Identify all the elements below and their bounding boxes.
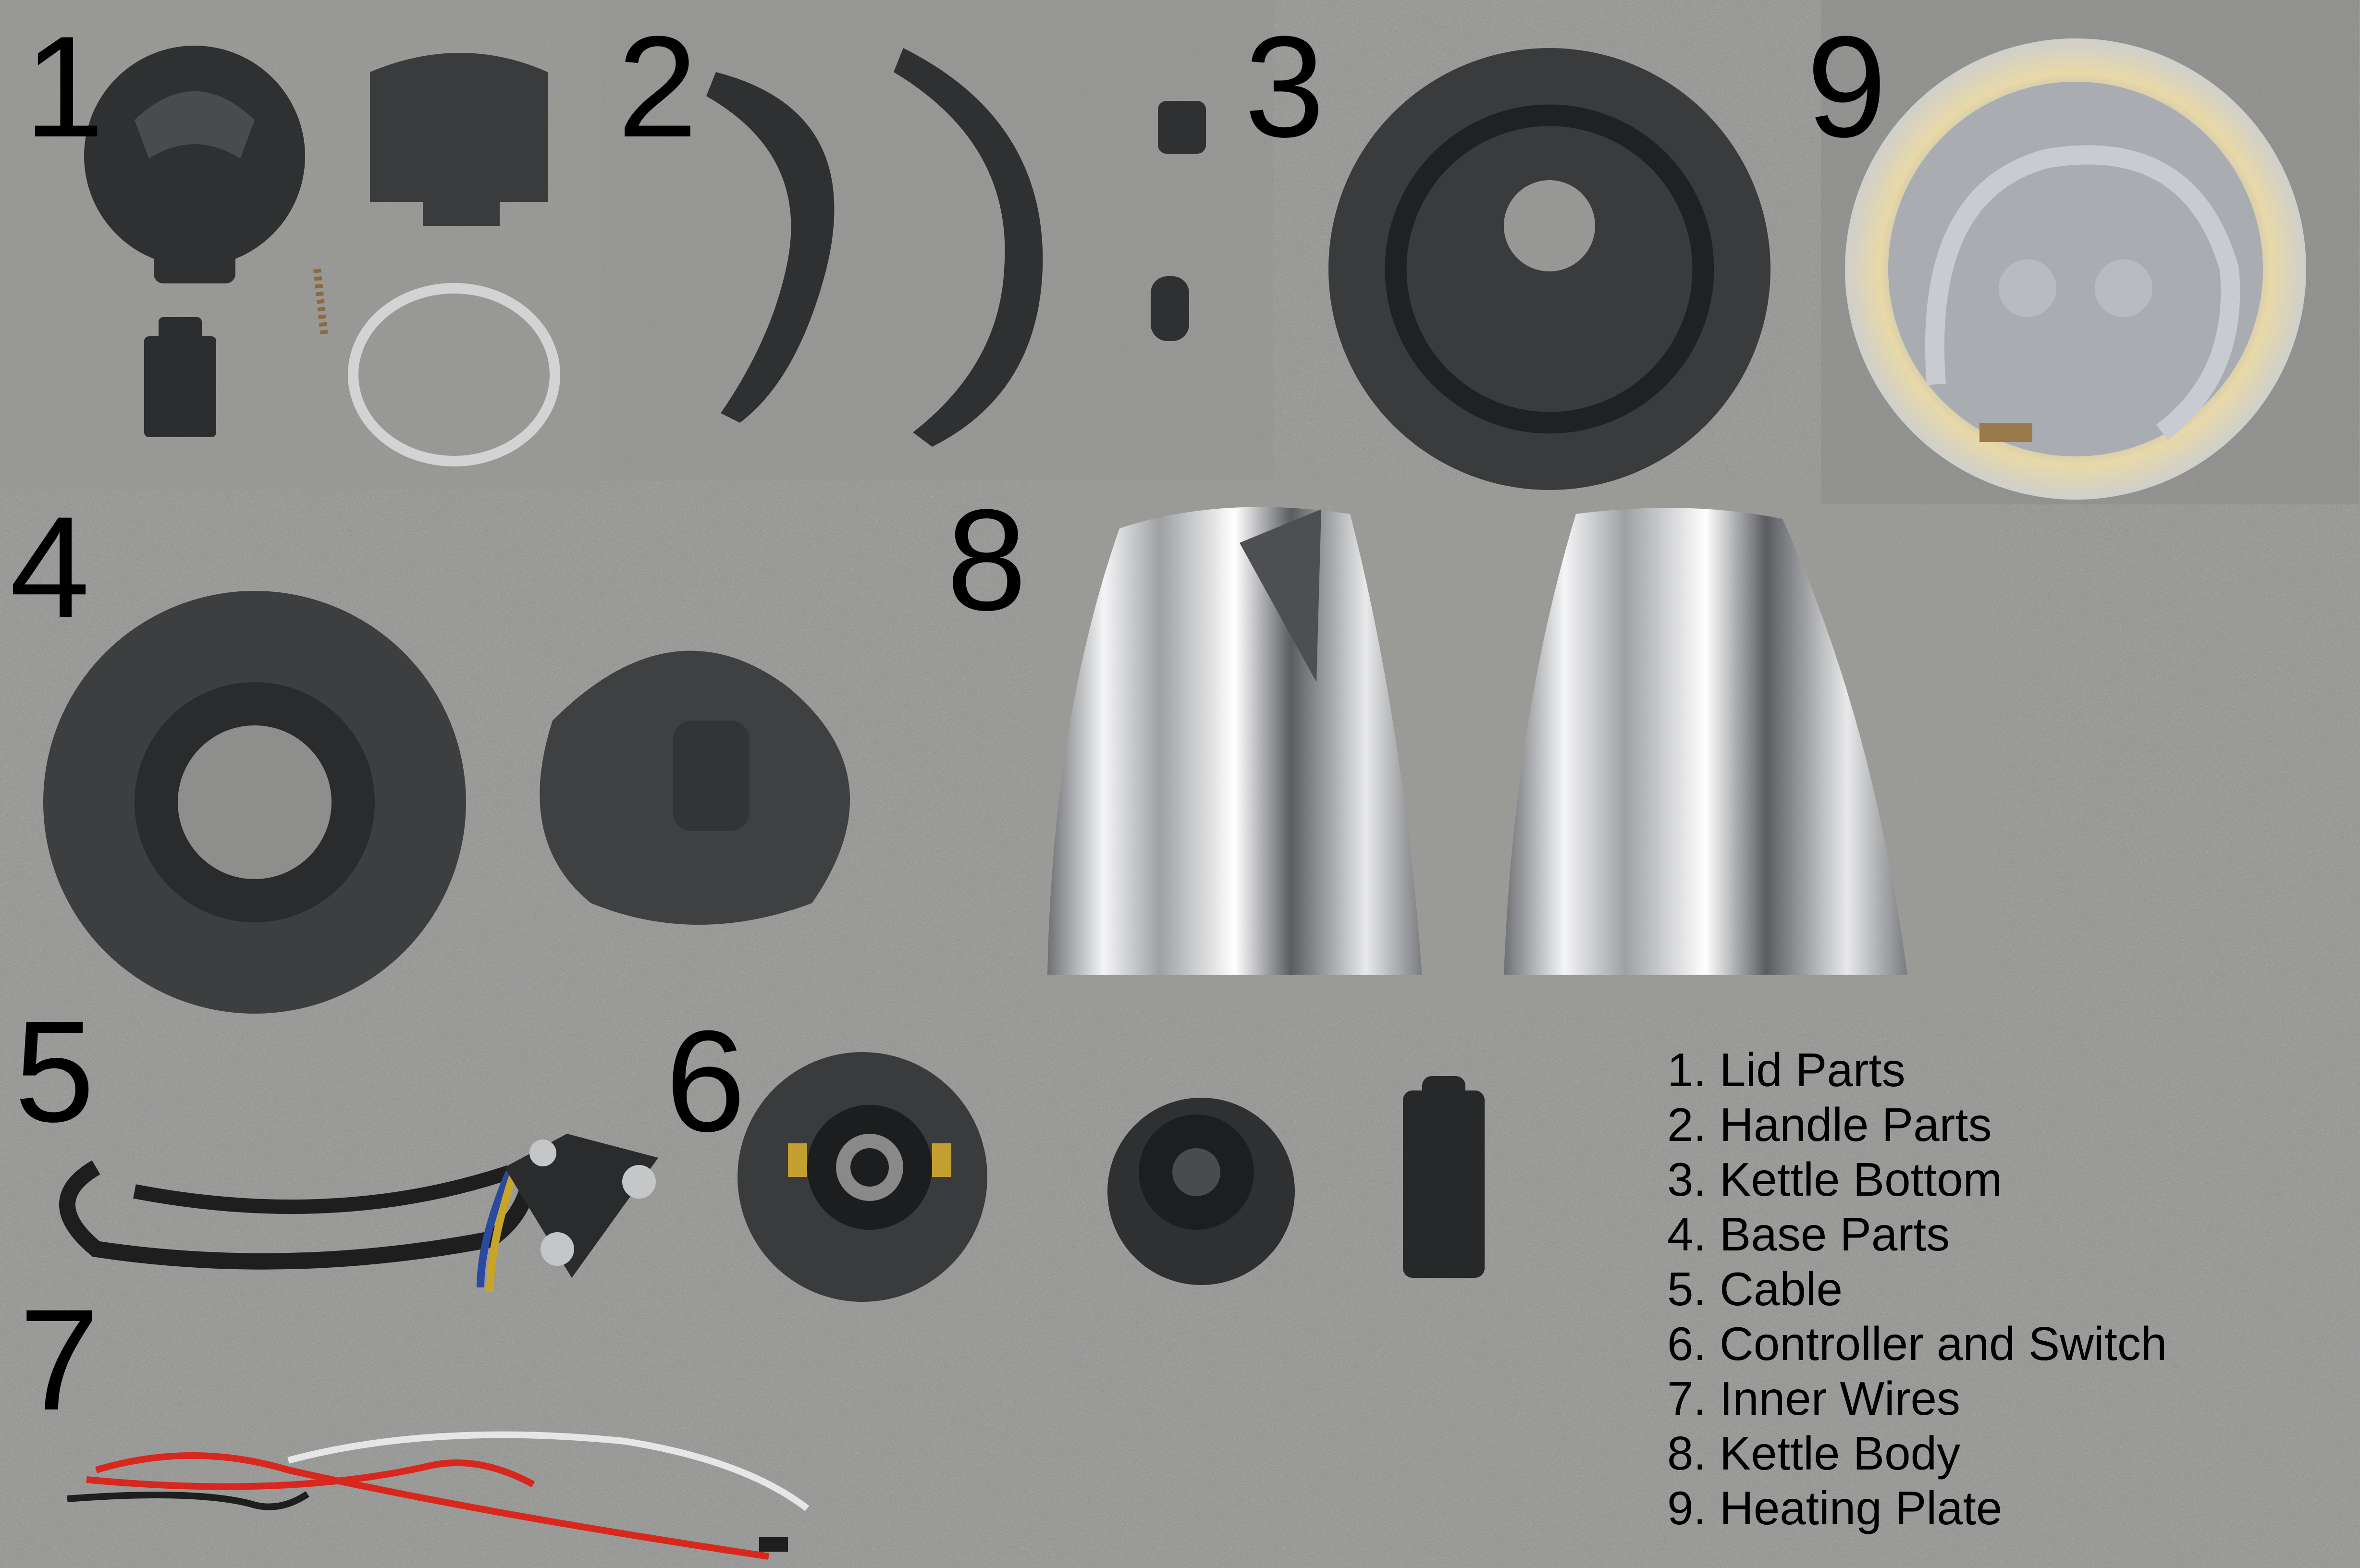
- part-number-5: 5: [14, 991, 95, 1152]
- kettle-body: [1047, 507, 1907, 975]
- part-number-6: 6: [665, 1000, 746, 1162]
- heating-plate: [1845, 38, 2306, 500]
- legend-item: 8. Kettle Body: [1667, 1427, 1961, 1480]
- controller-and-switch: [738, 1052, 1485, 1302]
- legend-item: 1. Lid Parts: [1667, 1043, 1905, 1096]
- part-number-1: 1: [24, 6, 104, 167]
- parts-legend: 1. Lid Parts 2. Handle Parts 3. Kettle B…: [1667, 1042, 2167, 1535]
- part-number-2: 2: [617, 6, 698, 167]
- base-parts: [43, 591, 850, 1014]
- lid-parts: [84, 46, 560, 466]
- legend-item: 4. Base Parts: [1667, 1208, 1950, 1261]
- part-number-8: 8: [946, 479, 1027, 640]
- part-number-9: 9: [1807, 6, 1887, 167]
- kettle-bottom: [1328, 48, 1770, 490]
- inner-wires: [67, 1431, 810, 1560]
- legend-item: 6. Controller and Switch: [1667, 1317, 2167, 1370]
- legend-item: 9. Heating Plate: [1667, 1482, 2003, 1534]
- legend-item: 2. Handle Parts: [1667, 1098, 1992, 1151]
- part-number-4: 4: [10, 486, 90, 648]
- legend-item: 5. Cable: [1667, 1262, 1843, 1315]
- legend-item: 3. Kettle Bottom: [1667, 1153, 2003, 1206]
- part-number-3: 3: [1244, 6, 1325, 167]
- handle-parts: [706, 48, 1206, 447]
- legend-item: 7. Inner Wires: [1667, 1372, 1960, 1425]
- part-number-7: 7: [19, 1279, 99, 1440]
- cable: [59, 1134, 658, 1293]
